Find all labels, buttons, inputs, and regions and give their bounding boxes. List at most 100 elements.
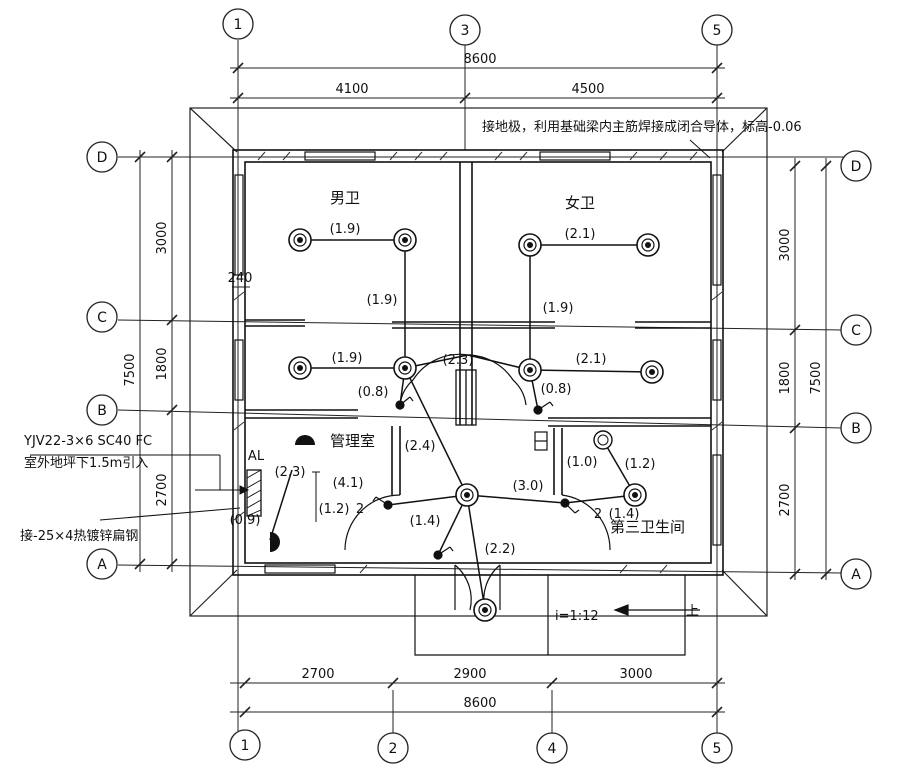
axis-right-a: A — [851, 567, 861, 583]
flat-steel-note: 接-25×4热镀锌扁钢 — [20, 528, 138, 544]
room-men: 男卫 — [330, 189, 360, 207]
light-fixtures — [288, 228, 664, 622]
ceiling-light-icon — [473, 598, 497, 622]
exhaust-fan-icon — [593, 430, 613, 450]
switch-icon — [372, 496, 393, 510]
dim-left-cb: 1800 — [155, 347, 170, 380]
ceiling-light-icon — [393, 228, 417, 252]
office-fixtures — [246, 435, 320, 552]
switch-icon — [395, 396, 414, 410]
dim-right-total: 7500 — [809, 361, 824, 394]
height-label: (2.4) — [405, 439, 436, 454]
ceiling-light-icon — [393, 356, 417, 380]
switch-icon — [433, 546, 454, 560]
axis-right-c: C — [851, 323, 861, 339]
dim-right-ba: 2700 — [778, 483, 793, 516]
height-label: (2.1) — [565, 227, 596, 242]
dim-left-ba: 2700 — [155, 473, 170, 506]
height-label: (3.0) — [513, 479, 544, 494]
height-label: (2.3) — [443, 353, 474, 368]
height-label: (1.9) — [330, 222, 361, 237]
wall-lamp-icon — [270, 532, 280, 552]
axis-bottom-4: 4 — [548, 741, 557, 757]
windows — [234, 151, 722, 574]
height-label: (1.9) — [367, 293, 398, 308]
ramp-up-label: 上 — [686, 604, 699, 619]
ceiling-light-icon — [518, 233, 542, 257]
axis-bubbles — [86, 8, 872, 764]
height-label: (2.3) — [275, 465, 306, 480]
height-label: (2.2) — [485, 542, 516, 557]
axis-left-d: D — [97, 150, 108, 166]
axis-right-d: D — [851, 159, 862, 175]
height-label: (1.4) — [609, 507, 640, 522]
dim-bottom-b: 2900 — [453, 667, 486, 682]
wall-lamp-icon — [295, 435, 315, 445]
vent-shaft — [455, 369, 477, 426]
ceiling-light-icon — [623, 483, 647, 507]
entrance-ramp — [414, 575, 700, 656]
height-label: (1.2) — [319, 502, 350, 517]
dim-top-right: 4500 — [571, 82, 604, 97]
room-toilet3: 第三卫生间 — [610, 518, 685, 536]
switch-icon — [560, 498, 580, 514]
axis-bottom-1: 1 — [241, 738, 250, 754]
dim-bottom-a: 2700 — [301, 667, 334, 682]
height-label: (1.4) — [410, 514, 441, 529]
height-label: (1.9) — [332, 351, 363, 366]
note-leaders — [30, 139, 711, 521]
panel-label: AL — [248, 449, 265, 464]
ceiling-light-icon — [288, 228, 312, 252]
ceiling-light-icon — [455, 483, 479, 507]
switch-icon — [533, 401, 554, 415]
dim-bottom-total: 8600 — [463, 696, 496, 711]
axis-left-b: B — [97, 403, 107, 419]
axis-grid-lines — [117, 40, 845, 735]
axis-top-5: 5 — [713, 23, 722, 39]
ceiling-light-icon — [518, 358, 542, 382]
room-office: 管理室 — [330, 432, 375, 450]
wire-count-label: 2 — [356, 502, 364, 517]
height-label: (0.8) — [358, 385, 389, 400]
ceiling-light-icon — [288, 356, 312, 380]
dim-wall-thickness: 240 — [228, 271, 253, 286]
height-label: (2.1) — [576, 352, 607, 367]
room-women: 女卫 — [565, 194, 595, 212]
axis-left-c: C — [97, 310, 107, 326]
dim-bottom-c: 3000 — [619, 667, 652, 682]
dim-right-dc: 3000 — [778, 228, 793, 261]
height-label: (1.9) — [543, 301, 574, 316]
cable-spec-note: YJV22-3×6 SC40 FC — [23, 434, 152, 449]
height-label: (0.8) — [541, 382, 572, 397]
ceiling-light-icon — [636, 233, 660, 257]
ceiling-light-icon — [640, 360, 664, 384]
dim-left-total: 7500 — [123, 353, 138, 386]
axis-left-a: A — [97, 557, 107, 573]
grounding-note: 接地极，利用基础梁内主筋焊接成闭合导体，标高-0.06 — [482, 119, 802, 135]
dimension-ticks — [134, 62, 832, 718]
height-label: (4.1) — [333, 476, 364, 491]
distribution-panel-icon — [246, 469, 262, 517]
height-label: (1.2) — [625, 457, 656, 472]
call-button-icon — [534, 431, 548, 451]
axis-bottom-2: 2 — [389, 741, 398, 757]
dim-left-dc: 3000 — [155, 221, 170, 254]
dim-top-total: 8600 — [463, 52, 496, 67]
axis-top-3: 3 — [461, 23, 470, 39]
dimension-lines — [139, 67, 827, 713]
height-label: (1.0) — [567, 455, 598, 470]
switches — [372, 396, 580, 560]
axis-right-b: B — [851, 421, 861, 437]
axis-top-1: 1 — [234, 17, 243, 33]
height-label: (0.9) — [230, 513, 261, 528]
cable-entry-note: 室外地坪下1.5m引入 — [24, 455, 148, 471]
wire-count-label: 2 — [594, 507, 602, 522]
axis-bottom-5: 5 — [713, 741, 722, 757]
ramp-slope-label: i=1:12 — [555, 609, 599, 624]
dim-top-left: 4100 — [335, 82, 368, 97]
door-swings — [344, 353, 611, 611]
dim-right-cb: 1800 — [778, 361, 793, 394]
wall-hatching — [233, 151, 723, 574]
height-labels: (1.9) (1.9) (1.9) (0.8) (2.1) (1.9) (2.1… — [230, 222, 656, 557]
